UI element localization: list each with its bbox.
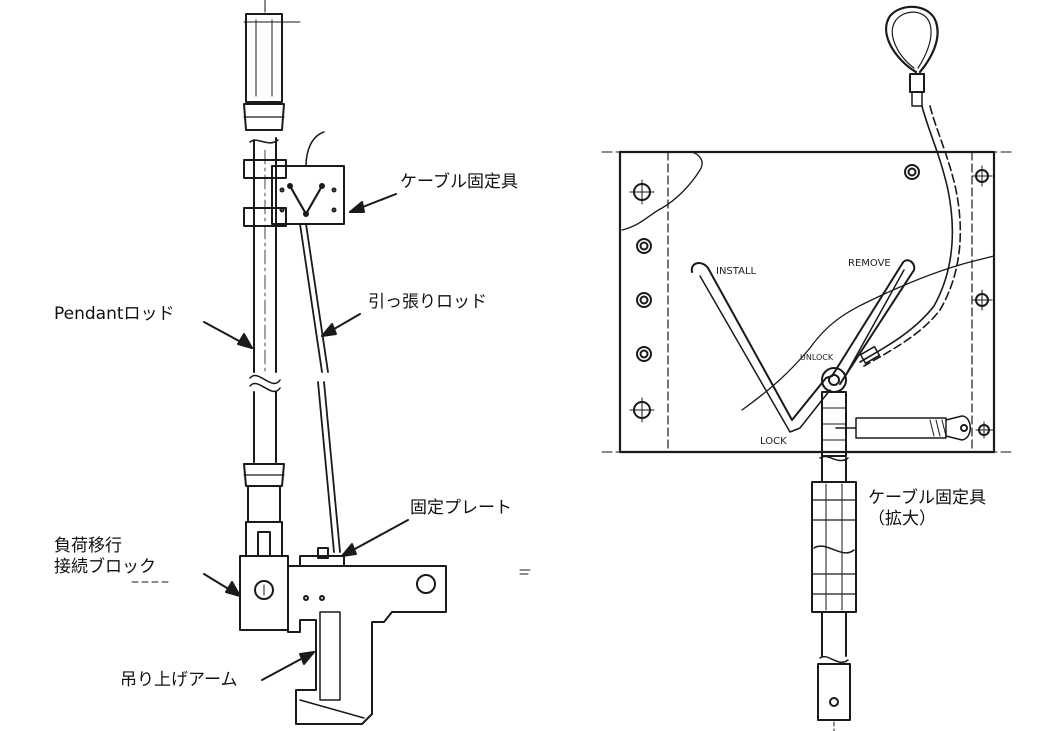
lower-clamp-ring [243,207,287,227]
label-load-transfer-block: 負荷移行 接続ブロック [54,536,156,579]
upper-hex-nut [243,103,285,131]
label-pendant-rod: Pendantロッド [54,304,175,324]
label-fixing-plate: 固定プレート [410,498,512,518]
label-load-transfer-line1: 負荷移行 [54,536,122,556]
mark-unlock: UNLOCK [800,353,834,362]
label-cable-fixture-enlarged-line2: （拡大） [868,509,936,530]
mounting-holes-left [629,179,655,423]
fixture-plate [618,150,996,454]
label-lifting-arm: 吊り上げアーム [120,670,238,690]
enlarged-fixture [519,5,1015,731]
label-cable-fixture-enlarged: ケーブル固定具 （拡大） [868,488,986,531]
stem-clamp-tube [811,481,857,613]
lower-hex-nut [243,463,285,487]
label-cable-fixture: ケーブル固定具 [400,172,518,192]
mounting-holes-right [904,164,995,439]
label-cable-fixture-enlarged-line1: ケーブル固定具 [868,488,986,508]
label-load-transfer-line2: 接続ブロック [54,557,156,578]
lower-tube [247,485,281,523]
cable-fixture-box [271,165,345,225]
pendant-assembly [131,0,531,725]
upper-clamp-ring [243,159,287,179]
mark-install: INSTALL [716,266,757,277]
mark-remove: REMOVE [848,258,891,269]
mark-lock: LOCK [760,436,787,447]
leader-arrows-left [203,193,409,681]
clevis [245,521,283,557]
label-tension-rod: 引っ張りロッド [368,292,487,312]
pull-ring [885,5,939,74]
lifting-arm [287,565,447,725]
upper-tube [245,13,283,103]
v-slot [690,259,916,421]
plate-marks: INSTALL REMOVE UNLOCK LOCK [716,258,891,447]
